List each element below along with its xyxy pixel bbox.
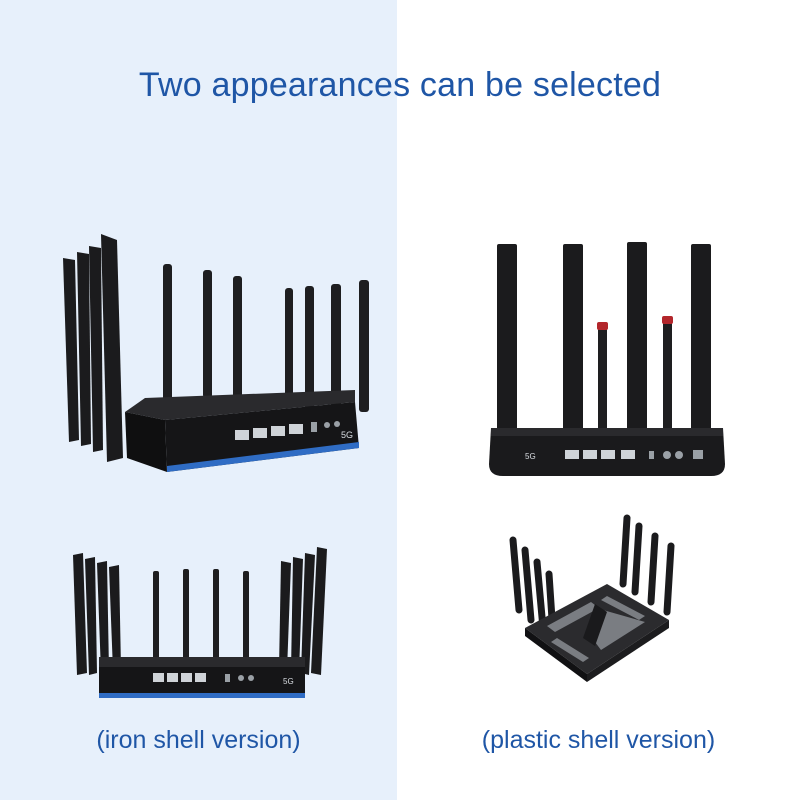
svg-text:5G: 5G xyxy=(341,430,353,440)
plastic-shell-caption: (plastic shell version) xyxy=(481,726,716,754)
svg-text:5G: 5G xyxy=(283,677,294,686)
plastic-router-top-image xyxy=(495,510,695,685)
headline: Two appearances can be selected xyxy=(138,66,662,104)
iron-router-small-image: 5G xyxy=(65,545,335,705)
iron-router-large-image: 5G xyxy=(55,230,395,480)
iron-shell-caption: (iron shell version) xyxy=(96,726,301,754)
svg-text:5G: 5G xyxy=(525,452,536,461)
plastic-router-front-image: 5G xyxy=(485,238,730,483)
